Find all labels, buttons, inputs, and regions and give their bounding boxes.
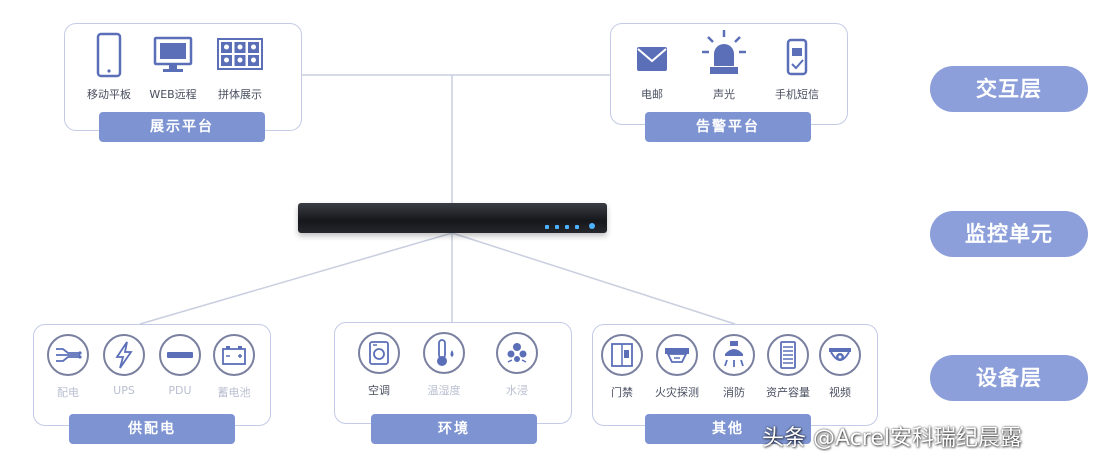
other-item-label: 视频 [829,386,851,399]
display-item-label: WEB远程 [149,88,197,101]
other-item-fire-detector: 火灾探测 [646,334,708,400]
display-item-label: 拼体展示 [218,88,262,101]
alarm-item-sms: 手机短信 [762,38,832,102]
display-item-label: 移动平板 [87,88,131,101]
env-item-temp-humidity: 温湿度 [412,332,476,398]
phone-sms-icon [786,38,808,76]
alarm-item-label: 电邮 [641,88,663,101]
layer-monitoring: 监控单元 [930,211,1088,257]
air-conditioner-icon [358,332,400,374]
power-distribution-icon [47,334,89,376]
water-leak-icon [496,332,538,374]
display-item-tablet: 移动平板 [78,32,140,102]
env-item-water-leak: 水浸 [488,332,546,398]
power-item-label: PDU [168,384,192,397]
alarm-item-label: 声光 [713,88,735,101]
led-indicator [575,225,579,229]
power-item-label: 蓄电池 [217,386,251,399]
other-item-access: 门禁 [596,334,648,400]
device-leds [539,214,595,233]
alarm-platform-banner: 告警平台 [645,112,811,142]
power-item-ups: UPS [96,334,152,397]
other-item-label: 资产容量 [766,386,810,399]
thermometer-icon [423,332,465,374]
battery-icon [213,334,255,376]
layer-interaction: 交互层 [930,66,1088,112]
access-control-icon [601,334,643,376]
pdu-icon [159,334,201,376]
power-item-pdu: PDU [152,334,208,397]
other-item-asset-capacity: 资产容量 [758,334,818,400]
fire-detector-icon [656,334,698,376]
watermark-text: 头条 @Acrel安科瑞纪晨露 [762,426,1022,451]
env-item-ac: 空调 [350,332,408,398]
asset-capacity-icon [767,334,809,376]
env-item-label: 空调 [368,384,390,397]
other-group-banner: 其他 [645,414,811,444]
power-item-distribution: 配电 [40,334,96,400]
led-indicator [545,225,549,229]
env-item-label: 温湿度 [427,384,461,397]
mail-icon [637,47,667,71]
power-item-label: 配电 [57,386,79,399]
alarm-item-mail: 电邮 [622,38,682,102]
fire-sprinkler-icon [713,334,755,376]
alarm-light-icon [702,30,746,74]
alarm-item-label: 手机短信 [775,88,819,101]
other-item-label: 门禁 [611,386,633,399]
camera-icon [819,334,861,376]
other-item-camera: 视频 [814,334,866,400]
power-item-label: UPS [113,384,135,397]
env-item-label: 水浸 [506,384,528,397]
alarm-item-light: 声光 [692,28,756,102]
ups-icon [103,334,145,376]
other-item-label: 火灾探测 [655,386,699,399]
monitor-icon [153,36,193,72]
power-item-battery: 蓄电池 [206,334,262,400]
other-item-label: 消防 [723,386,745,399]
led-indicator [565,225,569,229]
power-led [589,223,595,229]
layer-device: 设备层 [930,355,1088,401]
display-item-web: WEB远程 [142,32,204,102]
led-indicator [555,225,559,229]
monitoring-unit-device [298,203,607,233]
other-item-fire-sprinkler: 消防 [706,334,762,400]
tablet-icon [96,32,122,78]
display-item-video-wall: 拼体展示 [208,32,272,102]
environment-group-banner: 环境 [371,414,537,444]
video-wall-icon [217,38,263,70]
display-platform-banner: 展示平台 [99,112,265,142]
power-group-banner: 供配电 [69,414,235,444]
